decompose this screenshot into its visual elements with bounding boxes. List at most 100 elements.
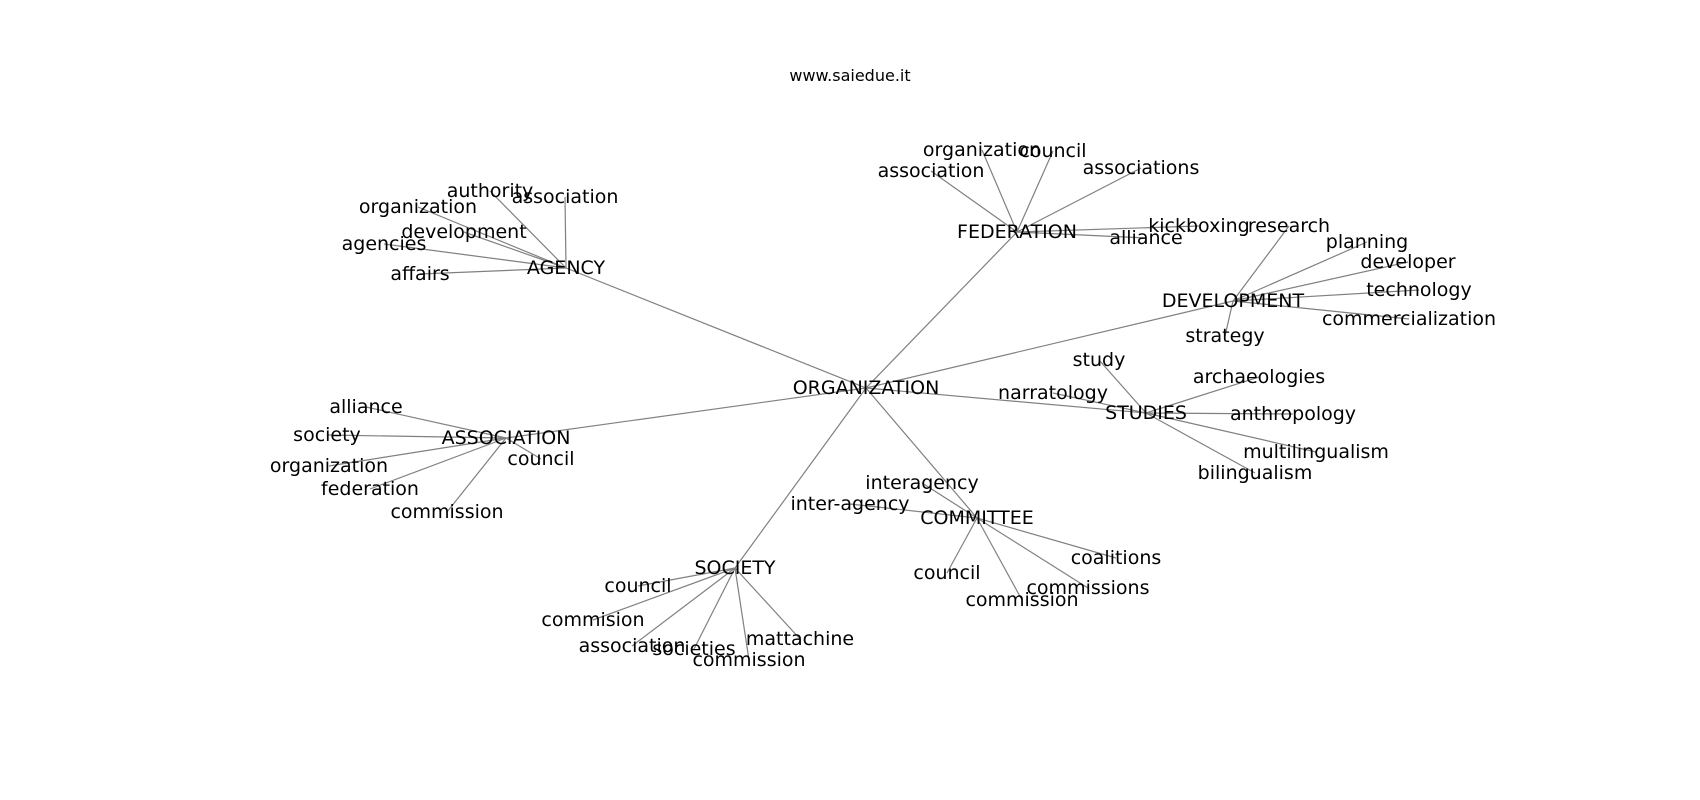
node-leaf-development: strategy <box>1185 325 1264 347</box>
node-leaf-studies: archaeologies <box>1193 366 1325 388</box>
edge-studies-leaf <box>1098 359 1147 414</box>
edge-root-agency <box>565 267 867 389</box>
edge-studies-leaf <box>1145 376 1260 414</box>
edge-federation-leaf <box>1016 150 1054 233</box>
node-leaf-committee: interagency <box>865 472 978 494</box>
edge-root-society <box>734 387 867 569</box>
node-hub-federation: FEDERATION <box>957 221 1077 243</box>
node-leaf-society: mattachine <box>746 628 854 650</box>
edge-association-leaf <box>328 437 507 467</box>
node-leaf-studies: anthropology <box>1230 403 1356 425</box>
edge-society-leaf <box>637 567 736 587</box>
node-leaf-committee: council <box>913 562 980 584</box>
edge-development-leaf <box>1232 225 1290 302</box>
edge-root-association <box>505 387 867 439</box>
node-root: ORGANIZATION <box>793 377 940 399</box>
node-leaf-development: research <box>1248 215 1330 237</box>
node-leaf-agency: authority <box>447 180 534 202</box>
edge-society-leaf <box>693 567 736 650</box>
node-leaf-agency: affairs <box>390 263 449 285</box>
edge-development-leaf <box>1232 261 1409 302</box>
edge-federation-leaf <box>1016 225 1200 233</box>
edge-studies-leaf <box>1145 412 1294 415</box>
source-watermark: www.saiedue.it <box>789 66 910 85</box>
edge-committee-leaf <box>849 503 978 519</box>
node-leaf-association: federation <box>321 478 419 500</box>
node-hub-association: ASSOCIATION <box>442 427 571 449</box>
node-leaf-studies: multilingualism <box>1243 441 1389 463</box>
edge-association-leaf <box>365 406 507 439</box>
node-leaf-federation: organization <box>923 139 1041 161</box>
node-leaf-studies: bilingualism <box>1198 462 1313 484</box>
node-leaf-society: societies <box>652 638 735 660</box>
node-leaf-committee: commission <box>965 589 1078 611</box>
node-leaf-federation: alliance <box>1109 227 1182 249</box>
node-leaf-studies: study <box>1073 349 1126 371</box>
node-hub-committee: COMMITTEE <box>920 507 1034 529</box>
node-leaf-society: commision <box>541 609 644 631</box>
node-leaf-federation: association <box>878 160 985 182</box>
edge-committee-leaf <box>976 517 1023 601</box>
node-leaf-federation: kickboxing <box>1148 215 1249 237</box>
edge-studies-leaf <box>1145 412 1317 453</box>
node-leaf-federation: associations <box>1083 157 1200 179</box>
edge-development-leaf <box>1224 300 1234 337</box>
edge-committee-leaf <box>921 482 978 519</box>
node-leaf-studies: narratology <box>998 382 1108 404</box>
node-leaf-development: commercialization <box>1322 308 1496 330</box>
node-leaf-association: alliance <box>329 396 402 418</box>
node-leaf-society: council <box>604 575 671 597</box>
edge-committee-leaf <box>976 517 1089 589</box>
node-leaf-agency: association <box>512 186 619 208</box>
edge-studies-leaf <box>1145 412 1256 474</box>
edge-root-development <box>865 300 1234 389</box>
edge-federation-leaf <box>981 149 1018 233</box>
node-leaf-development: technology <box>1366 279 1472 301</box>
edge-agency-leaf <box>383 243 567 269</box>
node-leaf-agency: development <box>401 221 526 243</box>
node-hub-development: DEVELOPMENT <box>1162 290 1305 312</box>
edge-agency-leaf <box>564 196 567 269</box>
node-leaf-association: commission <box>390 501 503 523</box>
node-leaf-association: council <box>507 448 574 470</box>
node-leaf-society: commission <box>692 649 805 671</box>
edge-committee-leaf <box>946 517 978 574</box>
edge-society-leaf <box>734 567 750 661</box>
edge-root-federation <box>865 231 1018 389</box>
edge-root-committee <box>865 387 978 519</box>
node-leaf-society: association <box>579 635 686 657</box>
node-leaf-development: developer <box>1360 251 1455 273</box>
edge-federation-leaf <box>930 170 1018 233</box>
node-hub-studies: STUDIES <box>1105 402 1187 424</box>
node-leaf-association: organization <box>270 455 388 477</box>
edge-federation-leaf <box>1016 167 1142 233</box>
network-labels: ORGANIZATIONAGENCYauthorityassociationor… <box>270 139 1496 671</box>
edge-agency-leaf <box>417 206 567 269</box>
edge-federation-leaf <box>1016 231 1147 239</box>
node-leaf-agency: agencies <box>342 233 427 255</box>
edge-agency-leaf <box>463 231 567 269</box>
node-leaf-association: society <box>293 424 361 446</box>
node-leaf-development: planning <box>1326 231 1408 253</box>
node-leaf-committee: commissions <box>1026 577 1149 599</box>
edge-society-leaf <box>592 567 736 621</box>
node-hub-agency: AGENCY <box>527 257 606 279</box>
edge-agency-leaf <box>489 190 567 269</box>
node-hub-society: SOCIETY <box>694 557 775 579</box>
edge-studies-leaf <box>1052 392 1147 414</box>
edge-root-studies <box>865 387 1147 414</box>
node-leaf-agency: organization <box>359 196 477 218</box>
edge-society-leaf <box>734 567 801 640</box>
edge-development-leaf <box>1232 241 1368 302</box>
network-edges <box>326 149 1420 661</box>
edge-committee-leaf <box>976 517 1117 559</box>
edge-association-leaf <box>505 437 542 460</box>
node-leaf-committee: inter-agency <box>790 493 909 515</box>
edge-development-leaf <box>1232 300 1410 320</box>
edge-association-leaf <box>369 437 507 490</box>
edge-agency-leaf <box>419 267 567 275</box>
edge-association-leaf <box>326 434 507 439</box>
edge-development-leaf <box>1232 289 1420 302</box>
node-leaf-federation: council <box>1019 140 1086 162</box>
node-leaf-committee: coalitions <box>1071 547 1162 569</box>
